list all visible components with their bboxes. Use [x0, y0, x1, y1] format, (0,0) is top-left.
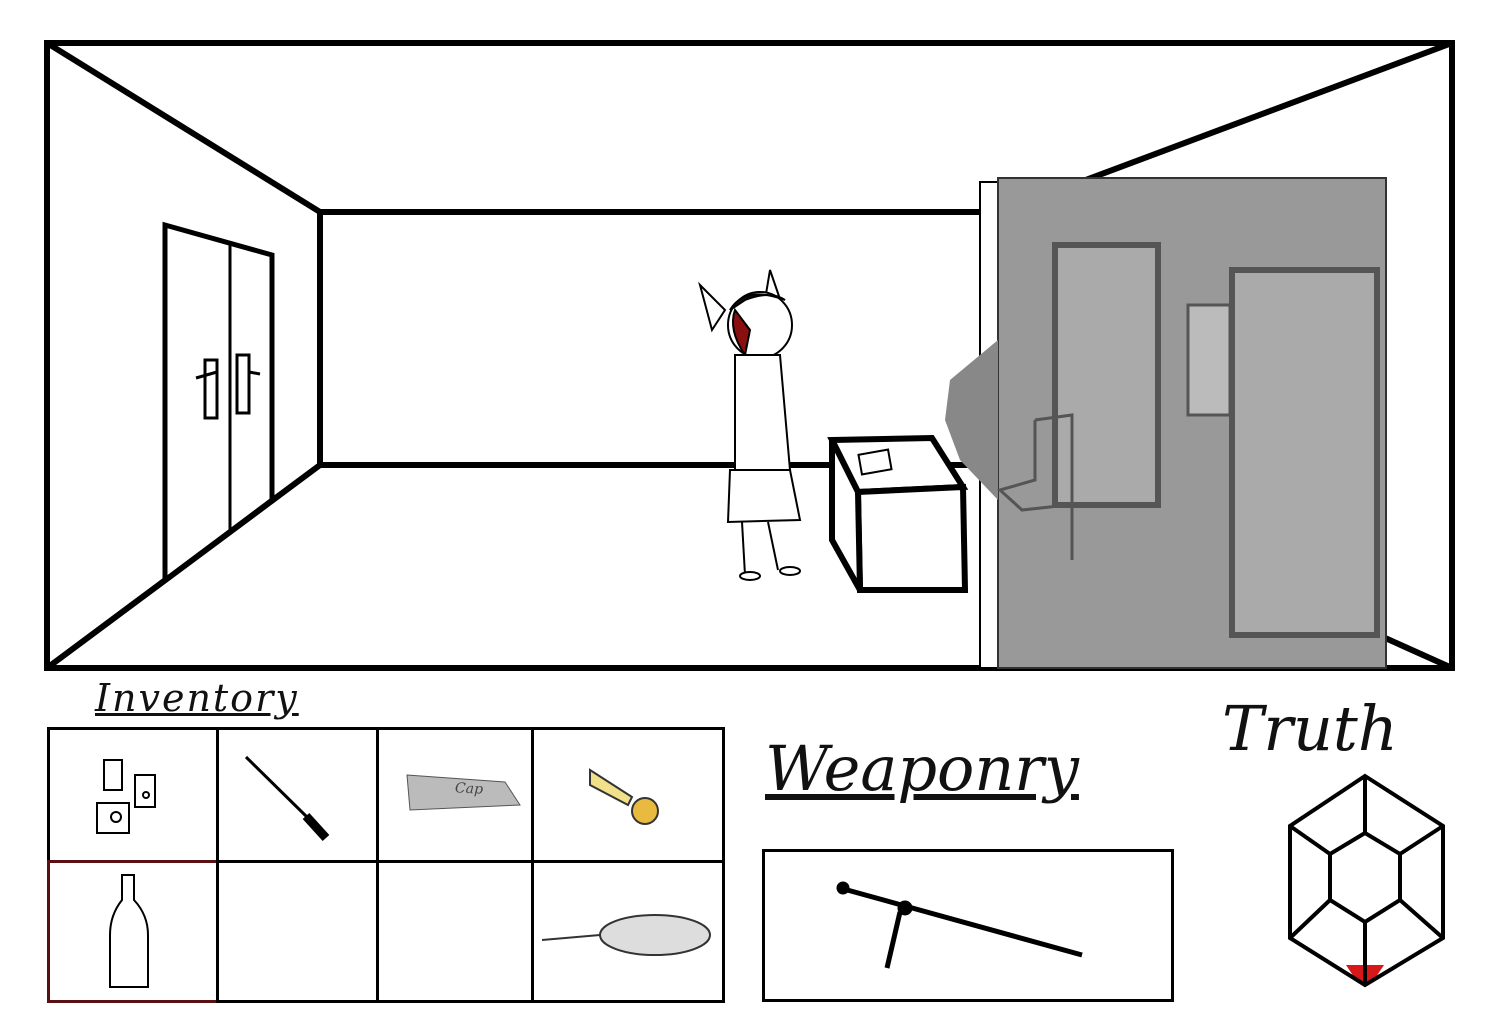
- weapon-slot[interactable]: [762, 849, 1174, 1002]
- inventory-slot-key[interactable]: [531, 727, 725, 863]
- inventory-slot-empty[interactable]: [376, 860, 534, 1003]
- inventory-title: Inventory: [95, 676, 299, 720]
- box-with-note[interactable]: [827, 434, 969, 593]
- character[interactable]: [698, 269, 802, 581]
- inventory-slot-empty[interactable]: [216, 860, 379, 1003]
- inventory-slot-circuit-parts[interactable]: [47, 727, 219, 863]
- inventory-slot-bottle[interactable]: [47, 860, 219, 1003]
- inventory-slot-rope[interactable]: [531, 860, 725, 1003]
- inventory-slot-screwdriver[interactable]: [216, 727, 379, 863]
- double-door[interactable]: [162, 221, 275, 585]
- cleaver-engraving: Cap: [454, 780, 484, 798]
- adjacent-room-panel[interactable]: [945, 177, 1387, 669]
- weaponry-title: Weaponry: [765, 732, 1079, 805]
- truth-title: Truth: [1222, 692, 1398, 765]
